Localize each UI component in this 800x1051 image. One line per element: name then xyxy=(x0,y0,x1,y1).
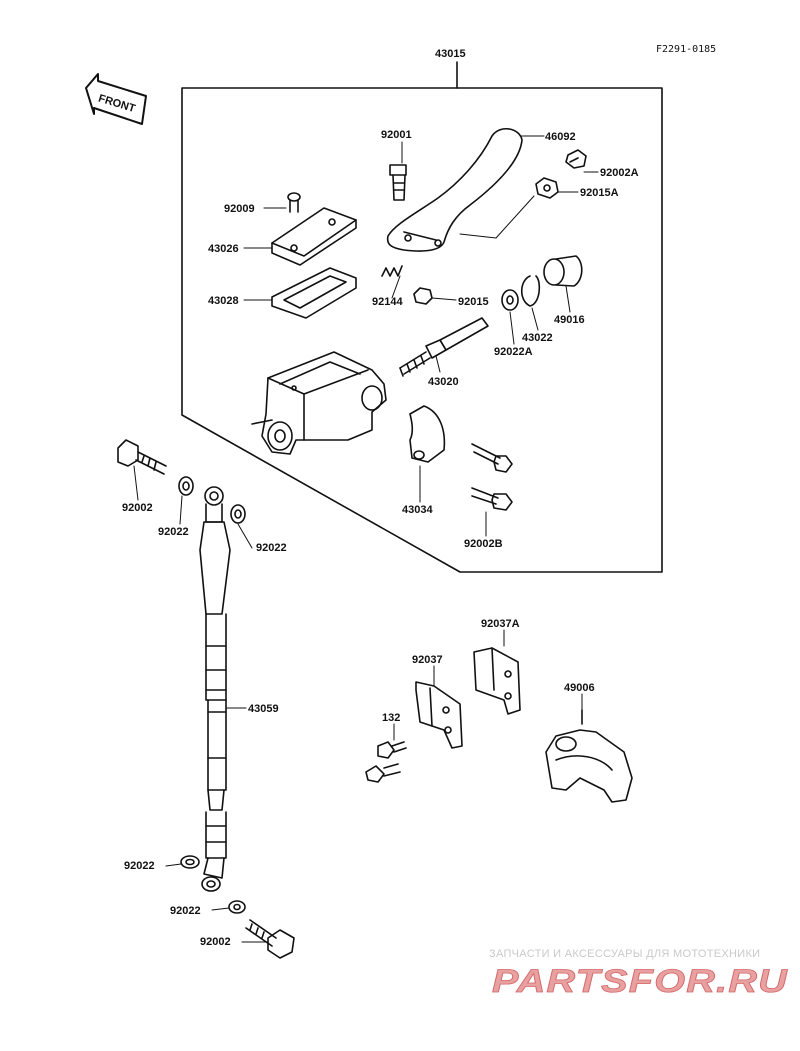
label-92144: 92144 xyxy=(372,296,403,308)
banjo-bolt-lower xyxy=(245,919,295,959)
label-43022: 43022 xyxy=(522,332,553,344)
label-49006: 49006 xyxy=(564,682,595,694)
label-132: 132 xyxy=(382,712,401,724)
nut-92015A xyxy=(535,177,559,199)
label-92015A: 92015A xyxy=(580,187,619,199)
clamp-43034 xyxy=(409,405,446,463)
master-cylinder-body xyxy=(251,351,387,455)
pivot-bolt-92001 xyxy=(389,164,407,201)
label-92022A: 92022A xyxy=(494,346,533,358)
label-92009: 92009 xyxy=(224,203,255,215)
clip-43022 xyxy=(520,275,541,307)
svg-text:PARTSFOR.RU: PARTSFOR.RU xyxy=(492,963,788,999)
nut-92015 xyxy=(413,287,433,305)
watermark-tagline: ЗАПЧАСТИ И АКСЕССУАРЫ ДЛЯ МОТОТЕХНИКИ xyxy=(489,948,761,960)
label-43020: 43020 xyxy=(428,376,459,388)
bolt-92002A xyxy=(565,149,587,169)
label-92015: 92015 xyxy=(458,296,489,308)
washer-92022A xyxy=(501,289,519,311)
label-43015: 43015 xyxy=(435,48,466,60)
label-49016: 49016 xyxy=(554,314,585,326)
label-43028: 43028 xyxy=(208,295,239,307)
switch-housing-49006 xyxy=(545,709,633,803)
label-92037A: 92037A xyxy=(481,618,520,630)
screw-92009 xyxy=(287,192,301,213)
bolt-132-lower xyxy=(365,763,401,783)
spring-92144 xyxy=(381,265,403,277)
label-92002-lower: 92002 xyxy=(200,936,231,948)
washer-92022-upper-b xyxy=(230,504,246,524)
washer-92022-lower-a xyxy=(180,855,200,869)
washer-92022-upper-a xyxy=(178,476,194,496)
banjo-bolt-upper xyxy=(117,439,167,475)
washer-92022-lower-b xyxy=(228,900,246,914)
boot-49016 xyxy=(543,255,583,287)
cap-43026 xyxy=(271,207,357,266)
label-46092: 46092 xyxy=(545,131,576,143)
diaphragm-43028 xyxy=(271,267,357,319)
label-92001: 92001 xyxy=(381,129,412,141)
label-92002-upper: 92002 xyxy=(122,502,153,514)
front-arrow-icon xyxy=(85,73,147,125)
label-92002A: 92002A xyxy=(600,167,639,179)
lever-46092 xyxy=(386,128,523,252)
bolt-132-upper xyxy=(377,741,407,759)
label-43026: 43026 xyxy=(208,243,239,255)
watermark-logo: PARTSFOR.RU xyxy=(492,963,788,1000)
piston-43020 xyxy=(399,317,489,377)
brake-hose-43059 xyxy=(199,486,231,892)
label-43059: 43059 xyxy=(248,703,279,715)
bracket-92037A xyxy=(473,647,521,715)
label-92022-upper-a: 92022 xyxy=(158,526,189,538)
label-92037: 92037 xyxy=(412,654,443,666)
label-43034: 43034 xyxy=(402,504,433,516)
clamp-bolt-92002B xyxy=(471,487,513,511)
label-92002B: 92002B xyxy=(464,538,503,550)
label-92022-lower-b: 92022 xyxy=(170,905,201,917)
bracket-92037 xyxy=(415,681,463,749)
label-92022-upper-b: 92022 xyxy=(256,542,287,554)
clamp-bolt-upper xyxy=(471,443,513,473)
assembly-outline xyxy=(181,87,663,573)
diagram-code: F2291-0185 xyxy=(656,44,717,55)
label-92022-lower-a: 92022 xyxy=(124,860,155,872)
leader-lines xyxy=(133,135,599,943)
